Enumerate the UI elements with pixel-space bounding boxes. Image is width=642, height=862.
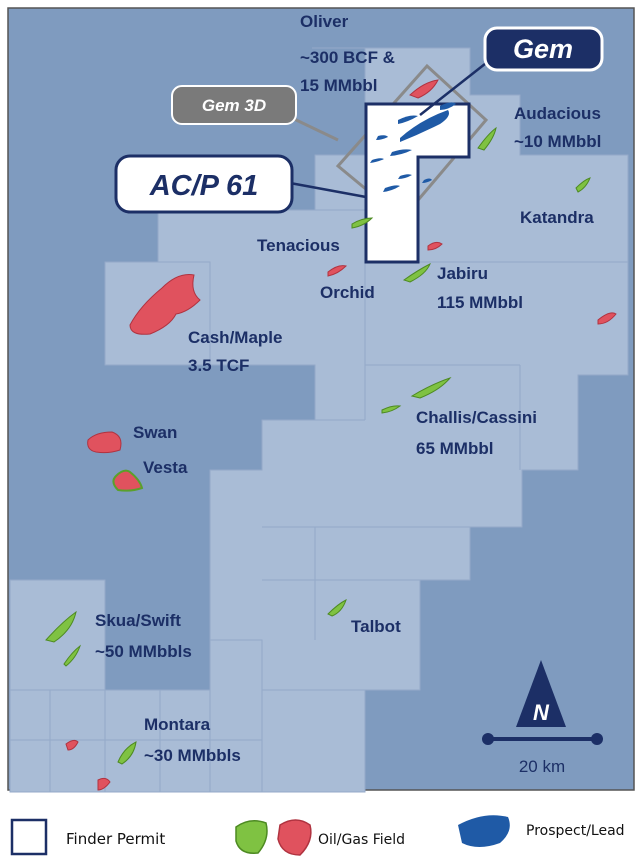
legend-field-label: Oil/Gas Field [318,832,406,848]
field-challis [410,376,452,399]
label-tenacious: Tenacious [257,236,340,255]
legend-prospect-icon [458,815,510,847]
label-swan: Swan [133,423,177,442]
gem3d-leader [291,116,339,142]
prospects [370,102,456,192]
field-swift [63,644,81,667]
field-orchid [327,265,347,277]
block-grid [10,209,628,792]
label-challis: Challis/Cassini 65 MMbbl [416,408,542,458]
legend-permit-label: Finder Permit [66,830,166,848]
scale-bar-end-right [591,733,603,745]
label-audacious: Audacious ~10 MMbbl [514,104,606,151]
prospect-gem [400,110,449,142]
leader-lines [289,59,491,199]
oil-fields [45,126,591,765]
legend-gas-icon [277,819,312,856]
label-vesta: Vesta [143,458,188,477]
gem3d-label: Gem 3D [202,96,266,115]
field-montara [117,741,137,765]
legend-symbols [10,815,510,856]
gem3d-callout [171,85,297,125]
field-oliver [409,79,439,99]
legend-oil-icon [235,820,268,854]
field-cash-maple [129,274,201,335]
legend-prospect-label: Prospect/Lead [526,823,625,839]
field-jabiru [402,262,431,283]
field-talbot [327,599,347,617]
gem-label: Gem [513,34,573,64]
acp61-callout [114,154,294,214]
label-orchid: Orchid [320,283,375,302]
label-cash-maple: Cash/Maple 3.5 TCF [188,328,287,375]
legend: Finder Permit Oil/Gas Field Prospect/Lea… [0,795,642,862]
field-skua [45,610,77,643]
label-skua-swift: Skua/Swift ~50 MMbbls [95,611,192,661]
gem-callout [483,26,604,72]
permit-blocks [9,47,629,793]
permit-map: Gem Gem 3D AC/P 61 Oliver ~300 BCF & 15 … [7,7,635,793]
label-jabiru: Jabiru 115 MMbbl [437,264,523,312]
field-swan [87,431,122,454]
label-montara: Montara ~30 MMbbls [144,715,241,765]
north-label: N [533,700,550,725]
label-oliver: Oliver ~300 BCF & 15 MMbbl [300,12,400,95]
north-arrow-icon [516,660,566,727]
label-katandra: Katandra [520,208,594,227]
scale-label: 20 km [519,757,565,776]
legend-permit-icon [10,818,48,856]
field-katandra [575,177,591,193]
field-vesta [112,469,144,492]
finder-permit-acp61 [364,102,471,264]
field-tenacious [351,217,374,229]
acp61-label: AC/P 61 [149,170,259,202]
gas-fields [65,79,617,791]
field-audacious [477,126,497,151]
scale-bar-end-left [482,733,494,745]
label-talbot: Talbot [351,617,401,636]
